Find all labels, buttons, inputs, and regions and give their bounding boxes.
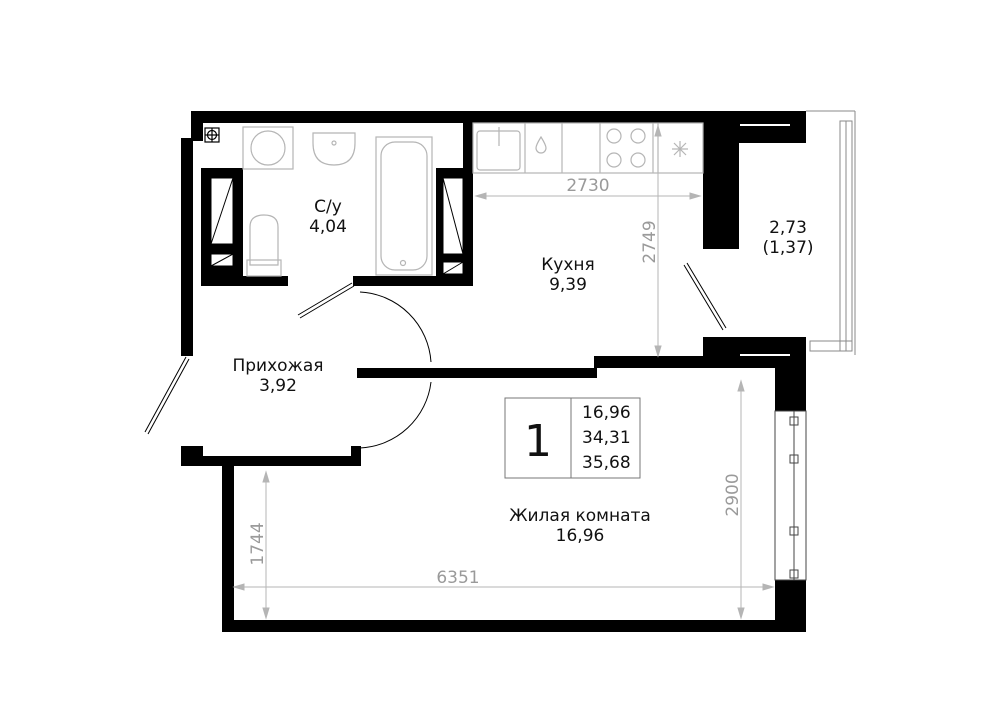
fixtures <box>204 122 704 277</box>
living-area-value: 16,96 <box>582 403 631 423</box>
kitchen-counter <box>472 122 704 174</box>
doors <box>144 262 727 449</box>
walls <box>181 111 806 632</box>
dimension-lines <box>232 124 775 620</box>
washing-machine-drum-icon <box>250 130 286 166</box>
shaft-niches <box>210 177 464 275</box>
washing-machine-icon <box>242 126 294 170</box>
balcony-area-reduced: (1,37) <box>762 238 813 258</box>
wall-window-lines <box>740 124 790 356</box>
windows <box>774 110 856 581</box>
bathroom-area: 4,04 <box>309 217 347 237</box>
fridge-snowflake-icon <box>672 141 688 157</box>
summary-box: 1 16,96 34,31 35,68 <box>504 397 641 479</box>
total-area-value: 34,31 <box>582 428 631 448</box>
water-drop-icon <box>535 135 547 154</box>
bathroom-sink-icon <box>312 132 356 166</box>
hallway-area: 3,92 <box>259 376 297 396</box>
kitchen-depth-dimension: 2749 <box>640 220 660 263</box>
living-room-name: Жилая комната <box>509 506 651 526</box>
hallway-door-arc-top <box>359 291 432 363</box>
living-width-dimension: 6351 <box>436 568 479 588</box>
balcony-area: 2,73 <box>769 218 807 238</box>
bathroom-name: С/у <box>314 197 342 217</box>
bathtub-icon <box>375 136 433 276</box>
kitchen-width-dimension: 2730 <box>566 176 609 196</box>
total-with-balcony-value: 35,68 <box>582 453 631 473</box>
hallway-name: Прихожая <box>232 356 323 376</box>
stove-icon <box>606 128 646 168</box>
living-depth-dimension: 2900 <box>723 473 743 516</box>
living-left-dimension: 1744 <box>248 522 268 565</box>
entrance-door <box>144 356 190 435</box>
kitchen-area: 9,39 <box>549 275 587 295</box>
toilet-icon <box>249 214 279 266</box>
rooms-count: 1 <box>524 416 552 467</box>
hallway-door-arc-bottom <box>359 381 432 449</box>
living-room-area: 16,96 <box>556 526 605 546</box>
balcony-door <box>683 262 727 331</box>
kitchen-name: Кухня <box>541 255 595 275</box>
bathroom-door <box>297 282 355 319</box>
